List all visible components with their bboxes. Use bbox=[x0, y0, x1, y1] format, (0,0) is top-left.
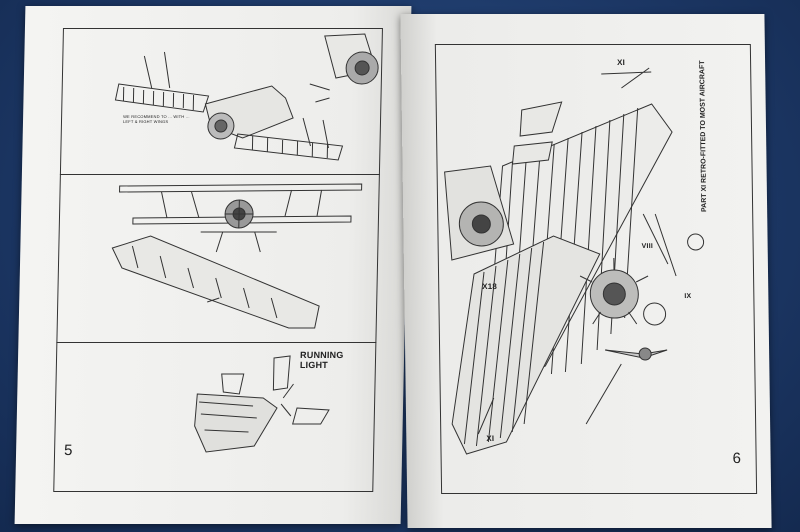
part-marker-xi-top: XI bbox=[617, 58, 626, 67]
right-page-drawings bbox=[444, 67, 705, 455]
part-marker-x18: X18 bbox=[482, 282, 498, 291]
panel-2-front-view bbox=[111, 183, 363, 329]
part-marker-ix: IX bbox=[684, 293, 692, 300]
panel-3-fuselage bbox=[194, 355, 330, 453]
page-number-left: 5 bbox=[63, 442, 73, 459]
running-light-callout: RUNNING LIGHT bbox=[299, 350, 344, 370]
left-page: WE RECOMMEND TO ... WITH ... LEFT & RIGH… bbox=[14, 6, 412, 524]
small-note-text: WE RECOMMEND TO ... WITH ... LEFT & RIGH… bbox=[122, 114, 190, 124]
right-page: PART XI RETRO-FITTED TO MOST AIRCRAFT XI… bbox=[400, 14, 772, 528]
panel-1-wing-assembly bbox=[114, 33, 379, 161]
part-marker-viii: VIII bbox=[641, 243, 654, 250]
biplane-exploded-view bbox=[444, 67, 705, 455]
part-marker-xi-bottom: XI bbox=[486, 434, 495, 443]
page-number-right: 6 bbox=[732, 450, 742, 467]
left-page-drawings bbox=[111, 33, 379, 453]
